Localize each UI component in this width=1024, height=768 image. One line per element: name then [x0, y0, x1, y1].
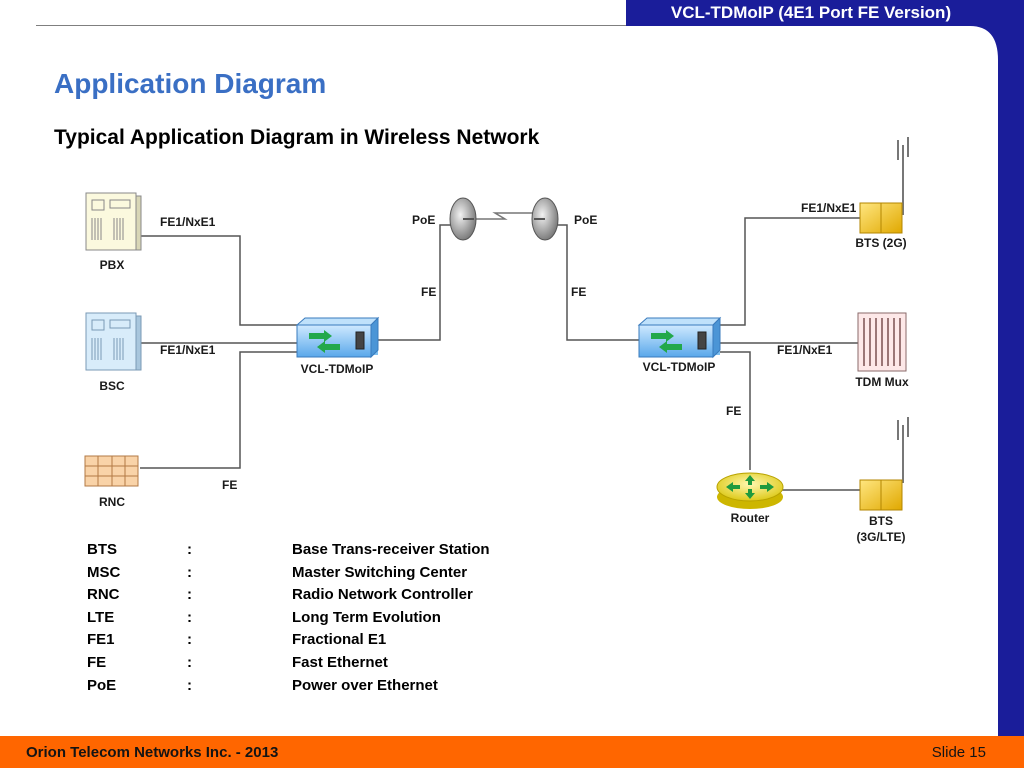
legend-description: Radio Network Controller	[292, 586, 473, 604]
vcl-left-device-icon	[295, 316, 380, 359]
legend-description: Fast Ethernet	[292, 653, 388, 671]
bts-2g-icon	[859, 137, 909, 234]
legend-abbr: FE	[87, 653, 107, 671]
pbx-label: PBX	[100, 258, 125, 272]
rnc-label: RNC	[99, 495, 125, 509]
legend-abbr: RNC	[87, 586, 120, 604]
tdm-mux-icon	[857, 312, 907, 372]
legend-separator: :	[187, 586, 192, 604]
poe-right-label: PoE	[574, 213, 597, 227]
line-right-fe	[557, 224, 640, 341]
vcl-left-label: VCL-TDMoIP	[301, 362, 374, 376]
pbx-icon	[85, 192, 142, 251]
legend-abbr: BTS	[87, 541, 117, 558]
vcl-right-label: VCL-TDMoIP	[643, 360, 716, 374]
legend-description: Long Term Evolution	[292, 608, 441, 626]
bts-3g-label-line2: (3G/LTE)	[856, 530, 905, 544]
fe-left-label: FE	[421, 285, 436, 299]
legend-description: Base Trans-receiver Station	[292, 541, 490, 558]
pbx-link-label: FE1/NxE1	[160, 215, 216, 229]
line-left-fe	[378, 224, 455, 341]
header-bar	[626, 0, 998, 26]
slide-number: Slide 15	[931, 744, 986, 761]
rnc-icon	[84, 455, 139, 487]
header-title: VCL-TDMoIP (4E1 Port FE Version)	[670, 3, 952, 22]
bsc-link-label: FE1/NxE1	[160, 343, 216, 357]
bsc-icon	[85, 312, 142, 371]
rnc-link-label: FE	[222, 478, 237, 492]
dish-right-icon	[531, 197, 559, 241]
line-rnc	[140, 351, 297, 469]
legend-abbr: FE1	[87, 631, 115, 649]
bts-2g-link-label: FE1/NxE1	[801, 201, 857, 215]
footer-bar: Orion Telecom Networks Inc. - 2013 Slide…	[0, 736, 1024, 768]
legend-abbr: LTE	[87, 608, 115, 626]
router-label: Router	[731, 511, 770, 525]
header-rule	[36, 25, 626, 26]
fe-right-label: FE	[571, 285, 586, 299]
poe-left-label: PoE	[412, 213, 435, 227]
legend-separator: :	[187, 608, 192, 626]
line-bts2g	[720, 217, 860, 326]
bts-3g-label-line1: BTS	[869, 514, 893, 528]
network-diagram: PBX BSC RNC FE1/NxE1 FE1/NxE1 FE	[84, 137, 909, 544]
dish-left-icon	[449, 197, 477, 241]
legend-separator: :	[187, 653, 192, 671]
router-icon	[716, 472, 784, 509]
connection-lines	[140, 212, 860, 491]
legend-separator: :	[187, 541, 192, 558]
bts-2g-label: BTS (2G)	[855, 236, 906, 250]
legend-separator: :	[187, 563, 192, 581]
legend-separator: :	[187, 631, 192, 649]
tdm-mux-label: TDM Mux	[855, 375, 909, 389]
legend-description: Master Switching Center	[292, 563, 468, 581]
vcl-right-device-icon	[637, 316, 722, 359]
router-link-label: FE	[726, 404, 741, 418]
right-side-bar	[998, 0, 1024, 736]
slide-subtitle: Typical Application Diagram in Wireless …	[54, 126, 540, 149]
legend-separator: :	[187, 676, 192, 694]
legend-description: Fractional E1	[292, 631, 387, 649]
legend-abbr: PoE	[87, 676, 117, 694]
legend-description: Power over Ethernet	[292, 676, 438, 694]
slide-title: Application Diagram	[54, 68, 327, 99]
line-router-up	[720, 351, 751, 470]
bsc-label: BSC	[99, 379, 125, 393]
mux-link-label: FE1/NxE1	[777, 343, 833, 357]
footer-company: Orion Telecom Networks Inc. - 2013	[26, 744, 279, 761]
bts-3g-icon	[859, 417, 909, 511]
line-radio-link	[473, 212, 535, 220]
legend-abbr: MSC	[87, 563, 121, 581]
line-pbx	[140, 235, 297, 326]
